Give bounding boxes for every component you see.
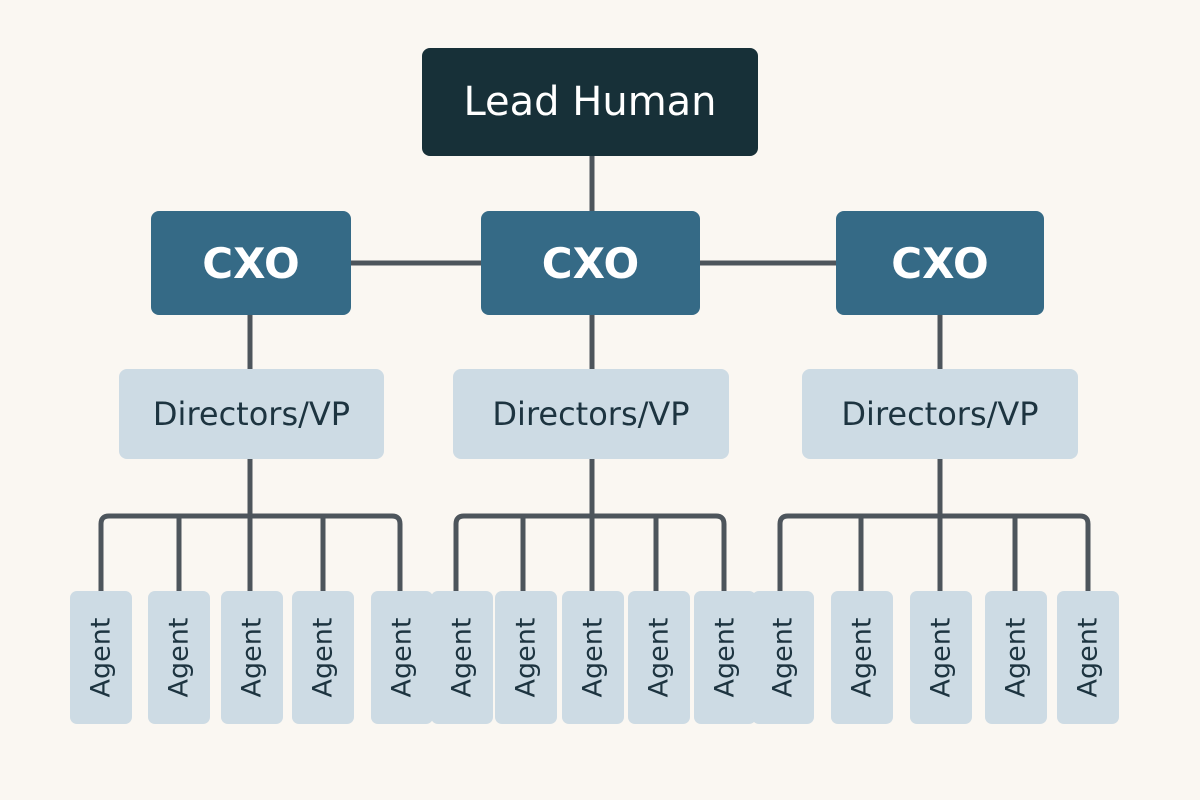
agent-label: Agent — [846, 617, 878, 698]
agent-bus-3 — [777, 513, 1091, 594]
agent-node: Agent — [221, 591, 283, 724]
agent-label: Agent — [767, 617, 799, 698]
agent-node: Agent — [292, 591, 354, 724]
agent-node: Agent — [562, 591, 624, 724]
agent-label: Agent — [1000, 617, 1032, 698]
agent-node: Agent — [371, 591, 433, 724]
directors-label: Directors/VP — [841, 395, 1039, 433]
agent-node: Agent — [1057, 591, 1119, 724]
agent-bus-1 — [98, 513, 403, 594]
agent-node: Agent — [495, 591, 557, 724]
cxo-node-3: CXO — [836, 211, 1044, 315]
agent-bus-2 — [453, 513, 727, 594]
directors-label: Directors/VP — [152, 395, 351, 433]
agent-node: Agent — [831, 591, 893, 724]
agent-label: Agent — [236, 617, 268, 698]
agent-label: Agent — [1072, 617, 1104, 698]
agent-node: Agent — [628, 591, 690, 724]
agent-label: Agent — [85, 617, 117, 698]
agent-node: Agent — [910, 591, 972, 724]
cxo-label: CXO — [891, 238, 989, 288]
cxo-node-2: CXO — [481, 211, 700, 315]
agent-label: Agent — [510, 617, 542, 698]
lead-human-label: Lead Human — [463, 79, 717, 125]
agent-node: Agent — [70, 591, 132, 724]
agent-label: Agent — [307, 617, 339, 698]
agent-label: Agent — [446, 617, 478, 698]
lead-human-node: Lead Human — [422, 48, 758, 156]
cxo-node-1: CXO — [151, 211, 351, 315]
agent-label: Agent — [643, 617, 675, 698]
cxo-label: CXO — [541, 238, 640, 288]
agent-node: Agent — [431, 591, 493, 724]
cxo-label: CXO — [202, 238, 300, 288]
directors-label: Directors/VP — [492, 395, 690, 433]
agent-node: Agent — [985, 591, 1047, 724]
agent-label: Agent — [163, 617, 195, 698]
agent-label: Agent — [709, 617, 741, 698]
agent-label: Agent — [925, 617, 957, 698]
agent-node: Agent — [752, 591, 814, 724]
directors-node-1: Directors/VP — [119, 369, 384, 459]
agent-label: Agent — [577, 617, 609, 698]
directors-node-3: Directors/VP — [802, 369, 1078, 459]
directors-node-2: Directors/VP — [453, 369, 729, 459]
agent-label: Agent — [386, 617, 418, 698]
agent-node: Agent — [148, 591, 210, 724]
agent-node: Agent — [694, 591, 756, 724]
